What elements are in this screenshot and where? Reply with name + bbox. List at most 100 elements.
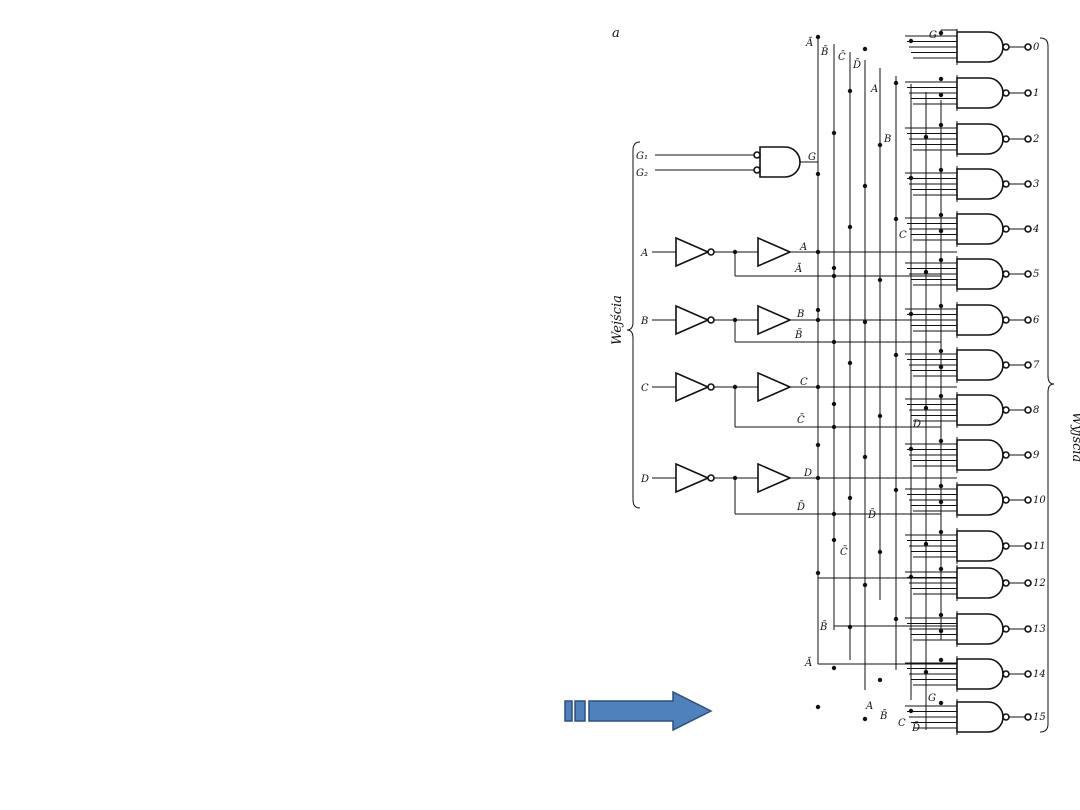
wiring xyxy=(652,29,957,730)
junction-dot xyxy=(938,628,944,634)
output-label: 2 xyxy=(1032,134,1039,145)
output-terminal xyxy=(1024,451,1032,459)
junction-dot xyxy=(732,249,738,255)
output-label: 5 xyxy=(1033,269,1039,280)
nand-gate xyxy=(956,439,1004,471)
junction-dot xyxy=(938,303,944,309)
nand-gate xyxy=(956,701,1004,733)
junction-dot xyxy=(938,212,944,218)
nand-gate xyxy=(956,258,1004,290)
junction-dot xyxy=(831,424,837,430)
junction-dot xyxy=(862,46,868,52)
outputs-label: Wyjścia xyxy=(1069,412,1080,462)
junction-dot xyxy=(831,339,837,345)
output-label: 8 xyxy=(1033,405,1039,416)
output-terminal xyxy=(1024,496,1032,504)
junction-dot xyxy=(908,311,914,317)
junction-dot xyxy=(908,708,914,714)
output-terminal xyxy=(1024,579,1032,587)
inversion-bubble xyxy=(1002,625,1010,633)
output-terminal xyxy=(1024,542,1032,550)
junction-dot xyxy=(815,475,821,481)
inverter-bubble xyxy=(707,316,715,324)
inversion-bubble xyxy=(1002,496,1010,504)
junction-dot xyxy=(893,352,899,358)
inverter-gate xyxy=(675,462,710,494)
buffer-a-label: A xyxy=(799,242,807,253)
junction-dot xyxy=(831,130,837,136)
inversion-bubble xyxy=(1002,270,1010,278)
bottom-letter-d-inv: D̄ xyxy=(911,722,920,734)
nand-gate xyxy=(956,31,1004,63)
output-label: 7 xyxy=(1033,360,1040,371)
junction-dot xyxy=(732,384,738,390)
output-label: 3 xyxy=(1033,179,1039,190)
junction-dot xyxy=(815,570,821,576)
junction-dot xyxy=(893,487,899,493)
output-label: 1 xyxy=(1033,88,1039,99)
inversion-bubble xyxy=(1002,713,1010,721)
arrow-bar-1 xyxy=(564,700,573,722)
junction-dot xyxy=(938,30,944,36)
arrow-right-icon[interactable] xyxy=(563,690,713,732)
bus-marker-d: D xyxy=(912,419,921,430)
inverter-gate xyxy=(675,236,710,268)
junction-dot xyxy=(815,317,821,323)
junction-dot xyxy=(831,665,837,671)
output-terminal xyxy=(1024,316,1032,324)
output-label: 0 xyxy=(1033,42,1040,53)
junction-dot xyxy=(938,122,944,128)
buffer-c-label: C xyxy=(800,377,808,388)
junction-dot xyxy=(815,307,821,313)
buffer-b-label: B xyxy=(796,309,804,320)
buffer-gate xyxy=(757,236,792,268)
junction-dot xyxy=(862,319,868,325)
inverter-gate xyxy=(675,304,710,336)
output-terminal xyxy=(1024,361,1032,369)
junction-dot xyxy=(893,80,899,86)
junction-dot xyxy=(923,134,929,140)
bus-marker-d-inv: D̄ xyxy=(867,509,876,521)
junction-dot xyxy=(815,442,821,448)
junction-dot xyxy=(893,216,899,222)
junction-dot xyxy=(815,384,821,390)
junction-dot xyxy=(938,657,944,663)
junctions xyxy=(732,30,944,722)
junction-dot xyxy=(877,277,883,283)
nand-gate xyxy=(956,567,1004,599)
output-label: 9 xyxy=(1033,450,1040,461)
nand-gate xyxy=(956,349,1004,381)
inversion-bubble xyxy=(1002,542,1010,550)
buffer-c-inv-label: C̄ xyxy=(797,414,805,426)
junction-dot xyxy=(877,677,883,683)
output-label: 6 xyxy=(1033,315,1040,326)
inversion-bubble xyxy=(1002,135,1010,143)
inversion-bubble xyxy=(1002,43,1010,51)
output-label: 14 xyxy=(1033,669,1046,680)
bus-top-a-inv: Ā xyxy=(805,37,813,49)
junction-dot xyxy=(938,76,944,82)
junction-dot xyxy=(923,669,929,675)
inverter-bubble xyxy=(707,474,715,482)
junction-dot xyxy=(831,273,837,279)
junction-dot xyxy=(877,413,883,419)
junction-dot xyxy=(938,438,944,444)
inversion-bubble xyxy=(1002,670,1010,678)
inversion-bubble xyxy=(1002,451,1010,459)
inverter-gate xyxy=(675,371,710,403)
junction-dot xyxy=(938,612,944,618)
nand-gate xyxy=(956,658,1004,690)
nand-gate xyxy=(956,168,1004,200)
enable-input-bubble xyxy=(753,166,761,174)
junction-dot xyxy=(908,574,914,580)
bottom-g-label: G xyxy=(928,693,936,704)
nand-gate xyxy=(956,613,1004,645)
buffer-gate xyxy=(757,371,792,403)
inversion-bubble xyxy=(1002,316,1010,324)
junction-dot xyxy=(908,38,914,44)
output-label: 4 xyxy=(1032,224,1039,235)
junction-dot xyxy=(938,566,944,572)
junction-dot xyxy=(938,700,944,706)
